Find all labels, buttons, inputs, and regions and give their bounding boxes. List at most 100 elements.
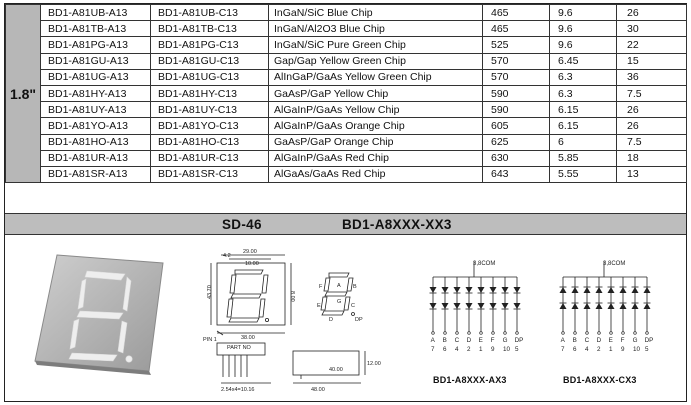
seg-letter: F [319,284,323,290]
chip-description: GaAsP/GaP Orange Chip [268,133,483,151]
segment-letter: E [609,337,613,344]
pin-number: 10 [633,346,641,353]
forward-voltage-value: 6.3 [549,84,617,103]
part-number-anode: BD1-A81HO-A13 [40,133,151,151]
forward-voltage-value: 6.45 [549,52,617,70]
com-label: 3,8COM [473,261,495,267]
led-diode [477,303,485,309]
segment-letter: DP [645,337,654,344]
pin-terminal [503,331,507,335]
part-number-cathode: BD1-A81HY-C13 [150,84,269,103]
seg-letter: C [351,303,355,309]
display-photo [34,254,164,375]
led-diode [571,303,579,309]
part-number-anode: BD1-A81SR-A13 [40,165,151,184]
wavelength-value: 570 [482,52,550,70]
pin1-label: PIN 1 [203,337,217,343]
segment-letter: DP [515,337,524,344]
part-no-label: PART NO [227,345,252,351]
luminous-intensity-value: 26 [616,3,687,22]
led-diode [607,303,615,309]
model-name: SD-46 [222,217,262,232]
luminous-intensity-value: 30 [616,20,687,38]
pin-terminal [561,331,565,335]
pin-terminal [609,331,613,335]
segment-letter: G [503,337,508,344]
dim-label: 8.00 [289,291,295,302]
chip-description: InGaN/SiC Pure Green Chip [268,36,483,54]
segment-letter: C [455,337,460,344]
pin-terminal [515,331,519,335]
pin-terminal [597,331,601,335]
part-number-cathode: BD1-A81YO-C13 [150,117,269,135]
led-diode [619,303,627,309]
pin-number: 7 [431,346,435,353]
led-diode [441,287,449,293]
led-diode [595,303,603,309]
segment-letter: G [633,337,638,344]
pin-number: 5 [645,346,649,353]
part-number-cathode: BD1-A81UR-C13 [150,149,269,167]
led-diode [631,303,639,309]
part-number-cathode: BD1-A81UG-C13 [150,68,269,86]
forward-voltage-value: 6.3 [549,68,617,86]
dim-label: 43.70 [207,285,213,299]
wavelength-value: 590 [482,101,550,119]
wavelength-value: 525 [482,36,550,54]
led-diode [429,287,437,293]
led-diode [595,287,603,293]
luminous-intensity-value: 18 [616,149,687,167]
part-number-anode: BD1-A81GU-A13 [40,52,151,70]
dim-label: 38.00 [241,335,255,341]
segment-letter: E [479,337,483,344]
wavelength-value: 605 [482,117,550,135]
chip-description: AlGaInP/GaAs Orange Chip [268,117,483,135]
wavelength-value: 570 [482,68,550,86]
section-header-band: SD-46 BD1-A8XXX-XX3 [5,213,686,235]
pin-terminal [491,331,495,335]
dim-label: 2.54x4=10.16 [221,387,255,393]
chip-description: GaAsP/GaP Yellow Chip [268,84,483,103]
segment-letter: F [621,337,625,344]
dim-label: 10.00 [245,261,259,267]
wavelength-value: 465 [482,3,550,22]
pin-terminal [455,331,459,335]
dim-label: 48.00 [311,387,325,393]
pin-number: 9 [491,346,495,353]
forward-voltage-value: 6 [549,133,617,151]
dim-label: 40.00 [329,367,343,373]
com-label: 3,8COM [603,261,625,267]
led-diode [559,303,567,309]
seg-letter: DP [355,317,363,323]
led-diode [489,303,497,309]
luminous-intensity-value: 26 [616,101,687,119]
led-diode [441,303,449,309]
led-diode [583,303,591,309]
segment-letter: A [431,337,436,344]
pin-number: 10 [503,346,511,353]
forward-voltage-value: 6.15 [549,117,617,135]
wavelength-value: 630 [482,149,550,167]
forward-voltage-value: 5.85 [549,149,617,167]
luminous-intensity-value: 13 [616,165,687,184]
pin-terminal [467,331,471,335]
circuit-caption-anode: BD1-A8XXX-AX3 [433,375,507,385]
led-diode [559,287,567,293]
led-diode [465,303,473,309]
chip-description: AlGaInP/GaAs Yellow Chip [268,101,483,119]
forward-voltage-value: 9.6 [549,36,617,54]
luminous-intensity-value: 7.5 [616,133,687,151]
pin-number: 6 [573,346,577,353]
part-number-cathode: BD1-A81PG-C13 [150,36,269,54]
segment-letter: A [561,337,566,344]
